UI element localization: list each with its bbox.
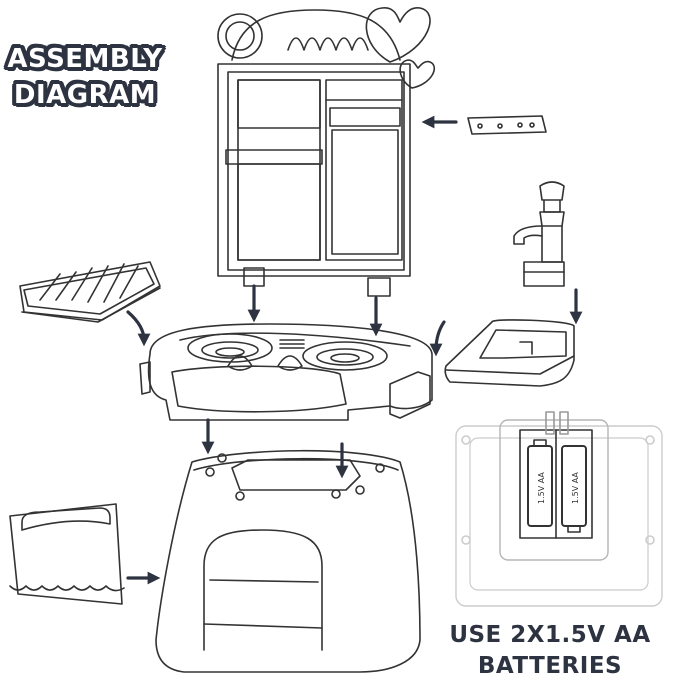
- battery-cell-left-label: 1.5V AA: [537, 472, 546, 504]
- stool-part: [155, 449, 421, 673]
- battery-note-line-2: BATTERIES: [477, 653, 623, 679]
- title-line-2: DIAGRAM: [13, 80, 157, 110]
- dish-rack-part: [19, 261, 161, 323]
- stove-part: [139, 323, 433, 421]
- hanging-bar-part: [467, 115, 547, 135]
- battery-note-line-1: USE 2X1.5V AA: [449, 622, 651, 648]
- backboard-part: [217, 7, 436, 297]
- battery-compartment-part: [455, 411, 663, 607]
- title-line-1: ASSEMBLY: [7, 44, 163, 74]
- arrow-sink: [429, 320, 446, 357]
- door-panel-part: [9, 503, 125, 605]
- faucet-part: [513, 181, 565, 287]
- arrow-dish-rack: [126, 310, 151, 347]
- battery-cell-right-label: 1.5V AA: [571, 472, 580, 504]
- assembly-arrows: [126, 115, 583, 585]
- sink-part: [444, 319, 575, 387]
